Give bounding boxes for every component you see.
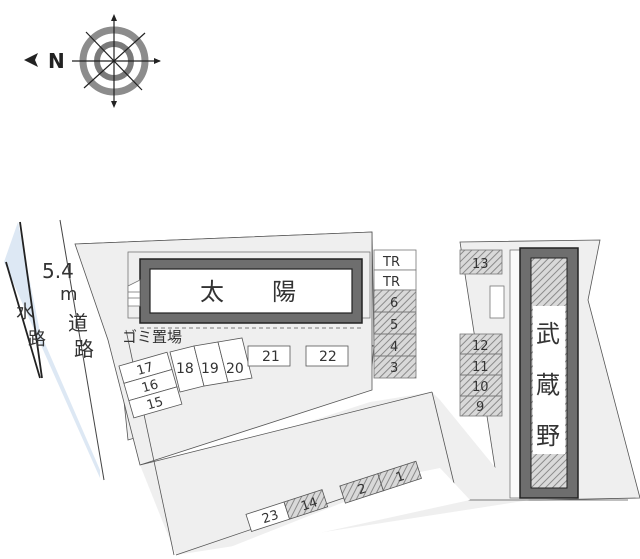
stairs-icon <box>489 285 505 319</box>
stairs-icon <box>127 279 141 307</box>
space-label: 4 <box>390 340 398 355</box>
space-label: 5 <box>390 318 398 333</box>
building-taiyo-label: 太 陽 <box>200 278 296 306</box>
road-unit-label: m <box>60 284 78 305</box>
road-label: 道路 <box>68 311 94 361</box>
space-label: 14 <box>299 495 319 514</box>
building-musashino-label: 武蔵野 <box>536 320 560 450</box>
waterway-label: 水路 <box>16 302 46 350</box>
parking-left: 17 16 15 <box>118 351 183 419</box>
space-label: 10 <box>472 380 489 395</box>
space-label: 3 <box>390 361 398 376</box>
space-label: 22 <box>319 349 337 365</box>
space-label: 9 <box>476 400 484 415</box>
space-label: 23 <box>260 508 280 527</box>
trunk-room-label: TR <box>382 275 400 290</box>
compass-icon: N <box>24 14 161 108</box>
parking-left-row: 18 19 20 <box>169 337 253 393</box>
space-label: 20 <box>226 361 244 377</box>
space-label: 21 <box>262 349 280 365</box>
parking-bottom: 23 14 2 1 <box>245 460 422 532</box>
trunk-room-label: TR <box>382 255 400 270</box>
space-label: 16 <box>140 377 160 396</box>
space-label: 19 <box>201 361 219 377</box>
north-label: N <box>48 49 65 73</box>
road-width-label: 5.4 <box>42 259 74 283</box>
space-label: 11 <box>472 360 489 375</box>
space-label: 17 <box>135 360 155 379</box>
space-label: 12 <box>472 339 489 354</box>
garbage-area-label: ゴミ置場 <box>122 328 182 346</box>
parking-column-center: TR TR 6 5 4 3 <box>373 249 417 379</box>
space-label: 13 <box>472 257 489 272</box>
space-label: 6 <box>390 296 398 311</box>
space-label: 18 <box>176 361 194 377</box>
waterway <box>4 222 100 478</box>
space-label: 15 <box>145 395 165 414</box>
